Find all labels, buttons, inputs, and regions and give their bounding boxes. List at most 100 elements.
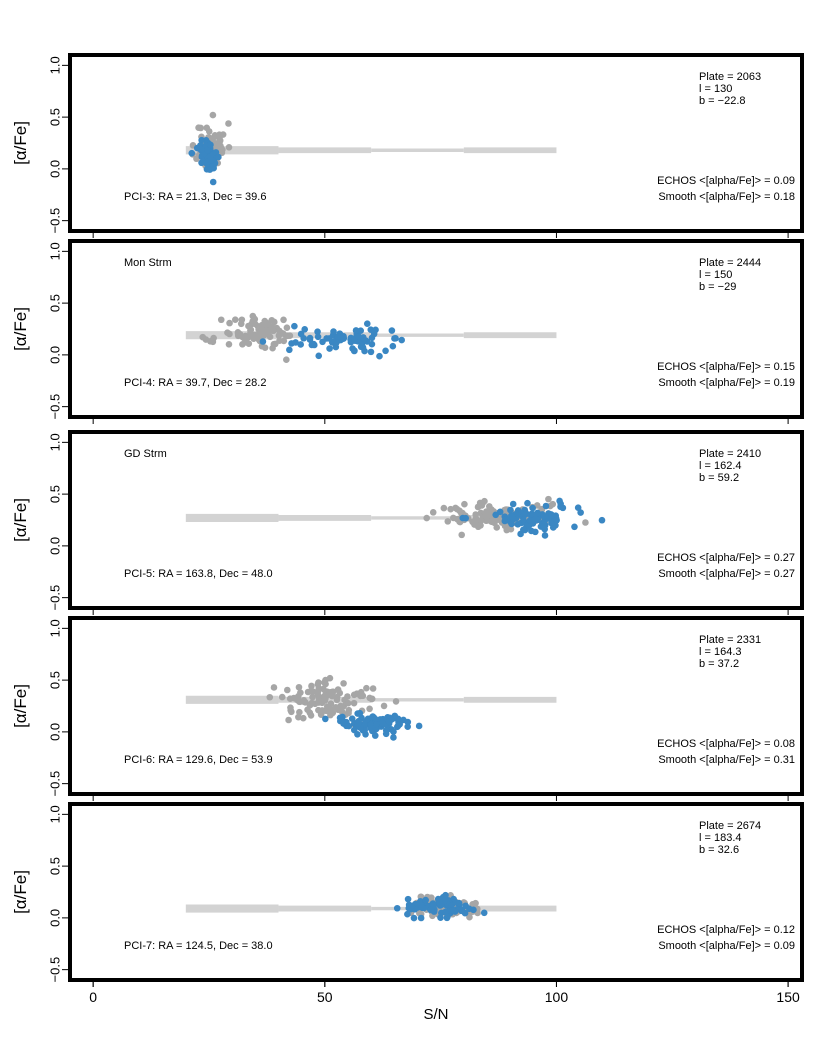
plate-info-line: l = 183.4 [699, 832, 742, 844]
y-tick-label: −0.5 [48, 957, 63, 983]
full-sample-point [472, 511, 479, 518]
echos-point [315, 352, 323, 360]
echos-point [549, 524, 557, 531]
echos-point [501, 517, 509, 525]
echos-point [410, 914, 418, 922]
plate-info-line: b = 59.2 [699, 472, 739, 484]
full-sample-point [458, 531, 466, 539]
full-sample-point [278, 329, 286, 337]
echos-mean-text: ECHOS <[alpha/Fe]> = 0.27 [657, 552, 795, 564]
echos-point [188, 149, 196, 157]
echos-point [355, 717, 362, 725]
full-sample-point [315, 684, 323, 692]
echos-point [382, 727, 390, 734]
echos-point [322, 715, 329, 723]
echos-point [517, 530, 524, 538]
echos-point [292, 339, 299, 346]
y-tick-label: −0.5 [48, 771, 63, 797]
full-sample-point [210, 334, 217, 342]
full-sample-point [315, 699, 323, 706]
echos-point [540, 523, 548, 530]
y-axis-label: [α/Fe] [11, 684, 30, 728]
echos-point [209, 178, 217, 186]
echos-point [462, 514, 470, 522]
y-tick-label: −0.5 [48, 585, 63, 611]
full-sample-point [209, 111, 217, 119]
full-sample-point [236, 331, 244, 338]
echos-point [393, 904, 401, 912]
echos-point [458, 906, 466, 914]
full-sample-point [276, 337, 283, 345]
echos-point [351, 347, 358, 354]
full-sample-point [251, 315, 259, 323]
full-sample-point [224, 329, 231, 337]
full-sample-point [217, 316, 225, 324]
echos-point [540, 513, 548, 520]
echos-point [363, 320, 371, 327]
y-axis-label: [α/Fe] [11, 307, 30, 351]
full-sample-point [239, 340, 246, 348]
full-sample-point [294, 693, 302, 700]
echos-point [368, 713, 376, 721]
field-label: PCI-6: RA = 129.6, Dec = 53.9 [124, 754, 273, 766]
field-label: PCI-4: RA = 39.7, Dec = 28.2 [124, 377, 266, 389]
full-sample-point [284, 332, 291, 340]
field-label: PCI-7: RA = 124.5, Dec = 38.0 [124, 940, 273, 952]
echos-point [480, 909, 488, 917]
full-sample-point [333, 696, 341, 704]
echos-point [368, 340, 376, 348]
echos-point [526, 516, 534, 524]
full-sample-point [195, 124, 202, 132]
echos-point [470, 906, 477, 914]
full-sample-point [440, 504, 448, 512]
echos-point [357, 327, 365, 335]
full-sample-point [225, 340, 233, 348]
full-sample-point [306, 709, 314, 716]
full-sample-point [461, 500, 468, 508]
echos-point [507, 506, 514, 514]
echos-point [509, 500, 517, 508]
plate-info-line: b = −29 [699, 281, 736, 293]
echos-point [310, 340, 317, 348]
echos-point [542, 502, 550, 510]
echos-point [314, 333, 322, 341]
echos-point [208, 157, 215, 164]
y-axis-label: [α/Fe] [11, 498, 30, 542]
full-sample-point [369, 685, 377, 692]
echos-point [370, 330, 378, 338]
echos-point [332, 343, 340, 351]
panel-frame [68, 53, 804, 233]
echos-point [574, 504, 582, 512]
echos-point [557, 503, 564, 511]
panel-frame [68, 430, 804, 610]
echos-point [391, 335, 398, 342]
full-sample-point [308, 699, 316, 707]
full-sample-point [363, 684, 370, 692]
y-tick-label: 0.0 [48, 723, 63, 741]
echos-point [436, 899, 443, 907]
echos-point [404, 723, 411, 731]
full-sample-point [334, 686, 342, 693]
full-sample-point [270, 684, 278, 691]
y-tick-label: 1.0 [48, 242, 63, 260]
full-sample-point [350, 691, 358, 699]
echos-point [396, 721, 403, 728]
echos-point [389, 342, 397, 350]
x-axis-label: S/N [423, 1006, 448, 1023]
full-sample-point [350, 699, 358, 707]
echos-point [301, 326, 309, 333]
echos-point [286, 346, 293, 354]
full-sample-point [285, 716, 292, 724]
echos-point [442, 908, 449, 916]
full-sample-point [295, 713, 302, 721]
y-tick-label: 0.5 [48, 294, 63, 312]
echos-point [297, 341, 304, 348]
echos-point [314, 328, 321, 336]
full-sample-point [545, 495, 552, 503]
echos-point [291, 322, 298, 330]
full-sample-point [231, 316, 239, 324]
echos-point [373, 721, 380, 728]
